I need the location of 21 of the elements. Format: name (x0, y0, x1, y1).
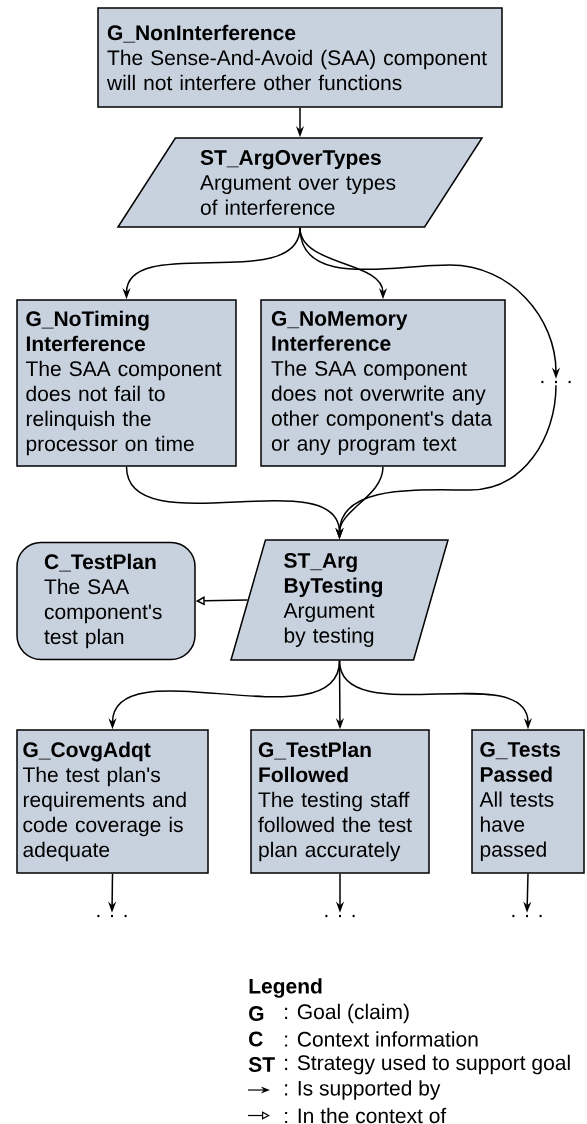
legend-key: ST (248, 1057, 275, 1072)
ellipsis-text: . . . (97, 914, 127, 918)
goal-box: G_NoMemory Interference The SAA component does not overwrite any other component's data or any program text (260, 299, 506, 467)
legend-text: : Is supported by (285, 1080, 441, 1100)
goal-box: G_NonInterference The Sense-And-Avoid (SAA) component will not interfere other functions (97, 7, 503, 108)
legend-text: : Strategy used to support goal (285, 1054, 570, 1075)
legend-title: Legend (249, 978, 322, 998)
legend-text: : In the context of (285, 1107, 447, 1124)
goal-box: G_Tests Passed All tests have passed (471, 729, 585, 874)
ellipsis-text: . . . (512, 914, 542, 918)
legend-key: G (249, 1006, 264, 1021)
context-box: C_TestPlan The SAA component's test plan (16, 541, 196, 661)
ellipsis-text: . . . (541, 380, 571, 384)
goal-box: G_TestPlan Followed The testing staff followed the test plan accurately (250, 729, 430, 874)
strategy-parallelogram: ST_Arg ByTesting Argument by testing (230, 539, 449, 661)
ellipsis-text: . . . (325, 914, 355, 918)
goal-box: G_CovgAdqt The test plan's requirements and code coverage is adequate (16, 729, 209, 874)
legend-key: C (249, 1031, 263, 1047)
legend-text: : Context information (285, 1031, 478, 1047)
legend-text: : Goal (claim) (285, 1003, 409, 1024)
goal-box: G_NoTiming Interference The SAA component does not fail to relinquish the processor on time (16, 299, 237, 467)
